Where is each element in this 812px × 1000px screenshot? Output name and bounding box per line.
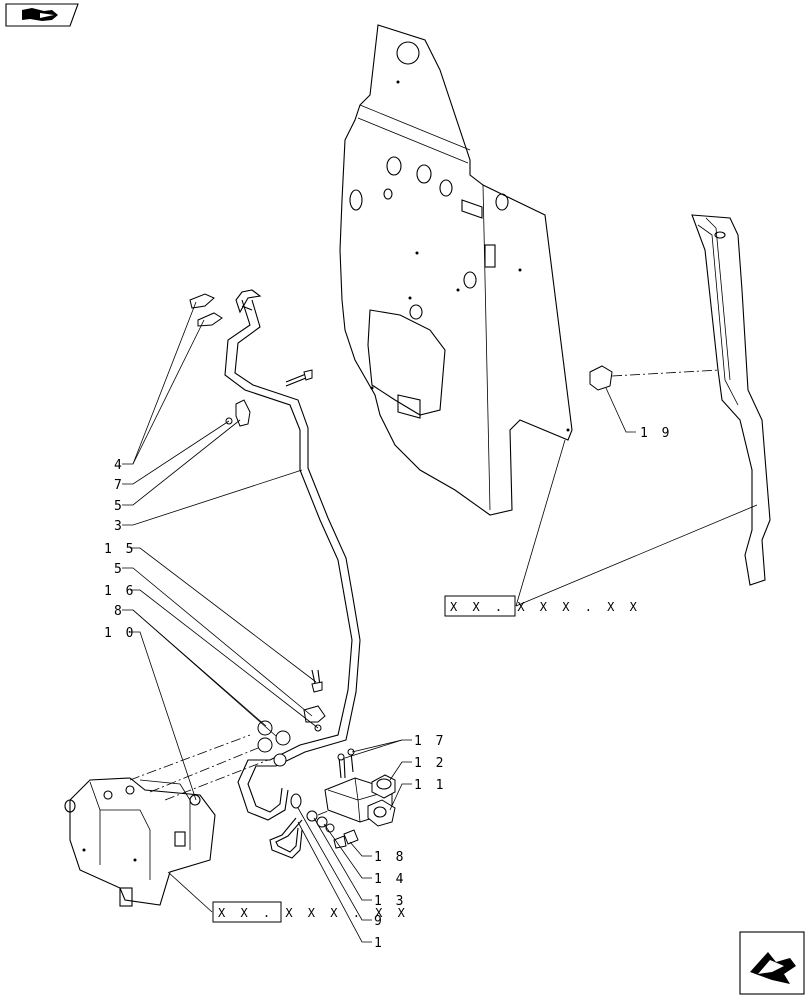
book-arrow-icon[interactable] (5, 3, 79, 27)
callout-5-upper: 5 (114, 499, 125, 514)
bolt-part-15 (311, 669, 323, 693)
clip-part-19 (589, 365, 721, 391)
callout-14: 1 4 (374, 872, 406, 887)
clamp-part-7 (225, 399, 251, 427)
callout-12: 1 2 (414, 756, 446, 771)
clamp-part-16 (303, 705, 326, 732)
reference-lower[interactable]: X X . X X X . X X (212, 901, 409, 923)
hydraulic-tube-assembly (224, 289, 361, 821)
callout-15: 1 5 (104, 542, 136, 557)
callout-11: 1 1 (414, 778, 446, 793)
fitting-part-12 (371, 774, 396, 799)
callout-10: 1 0 (104, 626, 136, 641)
bolts-part-17 (337, 748, 355, 779)
next-page-arrow-icon[interactable] (739, 931, 805, 995)
plug-part-11 (367, 799, 396, 827)
callout-5-lower: 5 (114, 562, 125, 577)
callout-8: 8 (114, 604, 125, 619)
callout-17: 1 7 (414, 734, 446, 749)
callout-4: 4 (114, 458, 125, 473)
fittings-part-8 (257, 720, 291, 767)
leader-lines (122, 301, 758, 943)
fitting-part-9 (290, 793, 302, 809)
callout-13: 1 3 (374, 894, 406, 909)
control-valve (64, 777, 216, 907)
vertical-bracket (691, 214, 771, 586)
reference-upper[interactable]: X X . X X X . X X (444, 595, 641, 617)
callout-labels: 4 7 5 3 1 5 5 1 6 8 1 0 1 7 1 2 1 1 1 8 … (104, 426, 672, 951)
callout-19: 1 9 (640, 426, 672, 441)
fittings-part-13-14 (306, 810, 335, 833)
callout-18: 1 8 (374, 850, 406, 865)
reference-lower-text: X X . X X X . X X (218, 906, 409, 920)
bolt-part-5-upper (285, 369, 313, 387)
washer-part-18 (333, 829, 359, 849)
side-panel (339, 24, 573, 516)
tube-part-1 (269, 817, 303, 859)
callout-9: 9 (374, 914, 385, 929)
reference-upper-text: X X . X X X . X X (450, 600, 641, 614)
callout-3: 3 (114, 519, 125, 534)
callout-7: 7 (114, 478, 125, 493)
callout-16: 1 6 (104, 584, 136, 599)
callout-1: 1 (374, 936, 385, 951)
grommet-part-4 (189, 293, 223, 327)
